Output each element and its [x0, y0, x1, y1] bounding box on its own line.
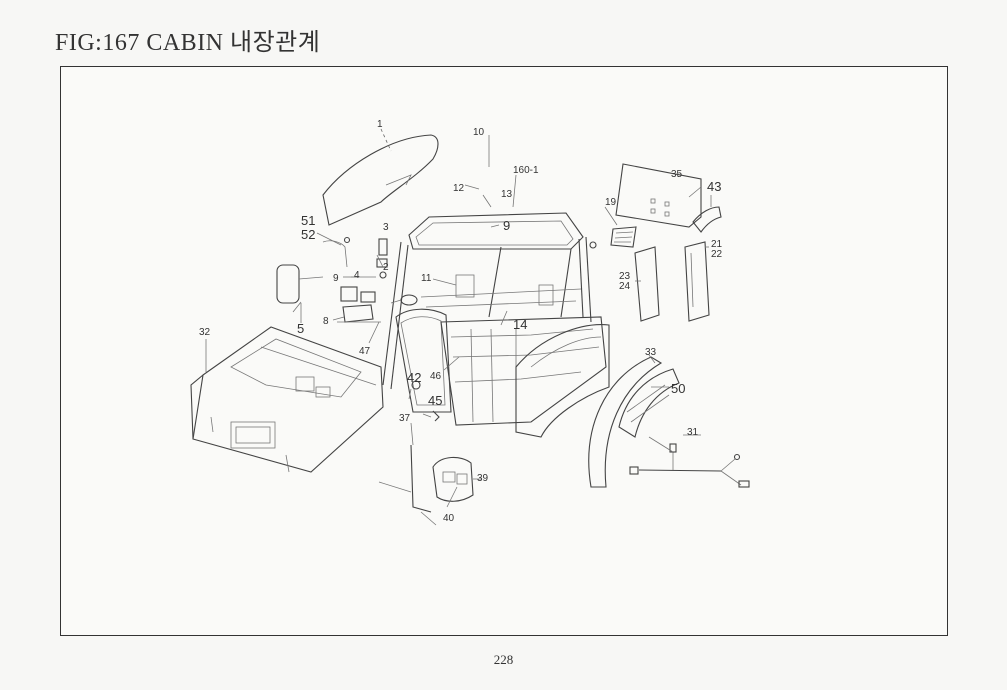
- callout-40: 40: [443, 513, 455, 524]
- hinge-bracket-parts: [322, 236, 388, 303]
- callout-46: 46: [430, 371, 442, 382]
- windshield-panel: [322, 134, 439, 226]
- fasteners: [408, 380, 440, 422]
- pillar-covers: [634, 241, 710, 322]
- callout-24: 24: [619, 281, 631, 292]
- cabin-exploded-diagram: 1 10 160-1 12 13 9 51 52 3 2 9 4 11 5 8 …: [190, 119, 750, 526]
- callout-1: 1: [377, 119, 383, 130]
- wiring-harness: [629, 436, 750, 488]
- callout-13: 13: [501, 189, 513, 200]
- latch-assembly: [337, 294, 418, 323]
- callout-11: 11: [421, 273, 432, 284]
- page-number: 228: [493, 652, 514, 667]
- callout-3: 3: [383, 222, 389, 233]
- callout-35: 35: [671, 169, 683, 180]
- side-mirror: [276, 264, 324, 313]
- floor-plate: [190, 326, 384, 473]
- callout-8: 8: [323, 316, 329, 327]
- callout-37: 37: [399, 413, 411, 424]
- callout-51: 51: [301, 213, 315, 228]
- callout-10: 10: [473, 127, 485, 138]
- rear-panel: [615, 163, 702, 228]
- callout-9-left: 9: [333, 273, 339, 284]
- callout-160-1: 160-1: [513, 165, 539, 176]
- callout-14: 14: [513, 317, 527, 332]
- callout-22: 22: [711, 249, 723, 260]
- callout-4: 4: [354, 270, 360, 281]
- callout-9-top: 9: [503, 218, 510, 233]
- callout-47: 47: [359, 346, 371, 357]
- callout-33: 33: [645, 347, 657, 358]
- callout-50: 50: [671, 381, 685, 396]
- curved-trim-43: [692, 206, 722, 233]
- callout-31: 31: [687, 427, 699, 438]
- callout-45: 45: [428, 393, 442, 408]
- callout-39: 39: [477, 473, 489, 484]
- callout-12: 12: [453, 183, 465, 194]
- callout-19: 19: [605, 197, 617, 208]
- control-box: [378, 444, 474, 526]
- page-title: FIG:167 CABIN 내장관계: [55, 30, 321, 56]
- leader-lines: [205, 128, 712, 508]
- callout-5: 5: [297, 321, 304, 336]
- cabin-frame: [382, 212, 610, 438]
- diagram-frame: 1 10 160-1 12 13 9 51 52 3 2 9 4 11 5 8 …: [60, 66, 948, 636]
- callout-2: 2: [383, 262, 389, 273]
- callout-23: 23: [619, 271, 631, 282]
- callout-52: 52: [301, 227, 315, 242]
- callout-42: 42: [407, 370, 421, 385]
- callout-21: 21: [711, 239, 723, 250]
- vent-grille: [589, 226, 637, 249]
- callout-43: 43: [707, 179, 721, 194]
- callout-32: 32: [199, 327, 211, 338]
- fender-33: [588, 356, 680, 488]
